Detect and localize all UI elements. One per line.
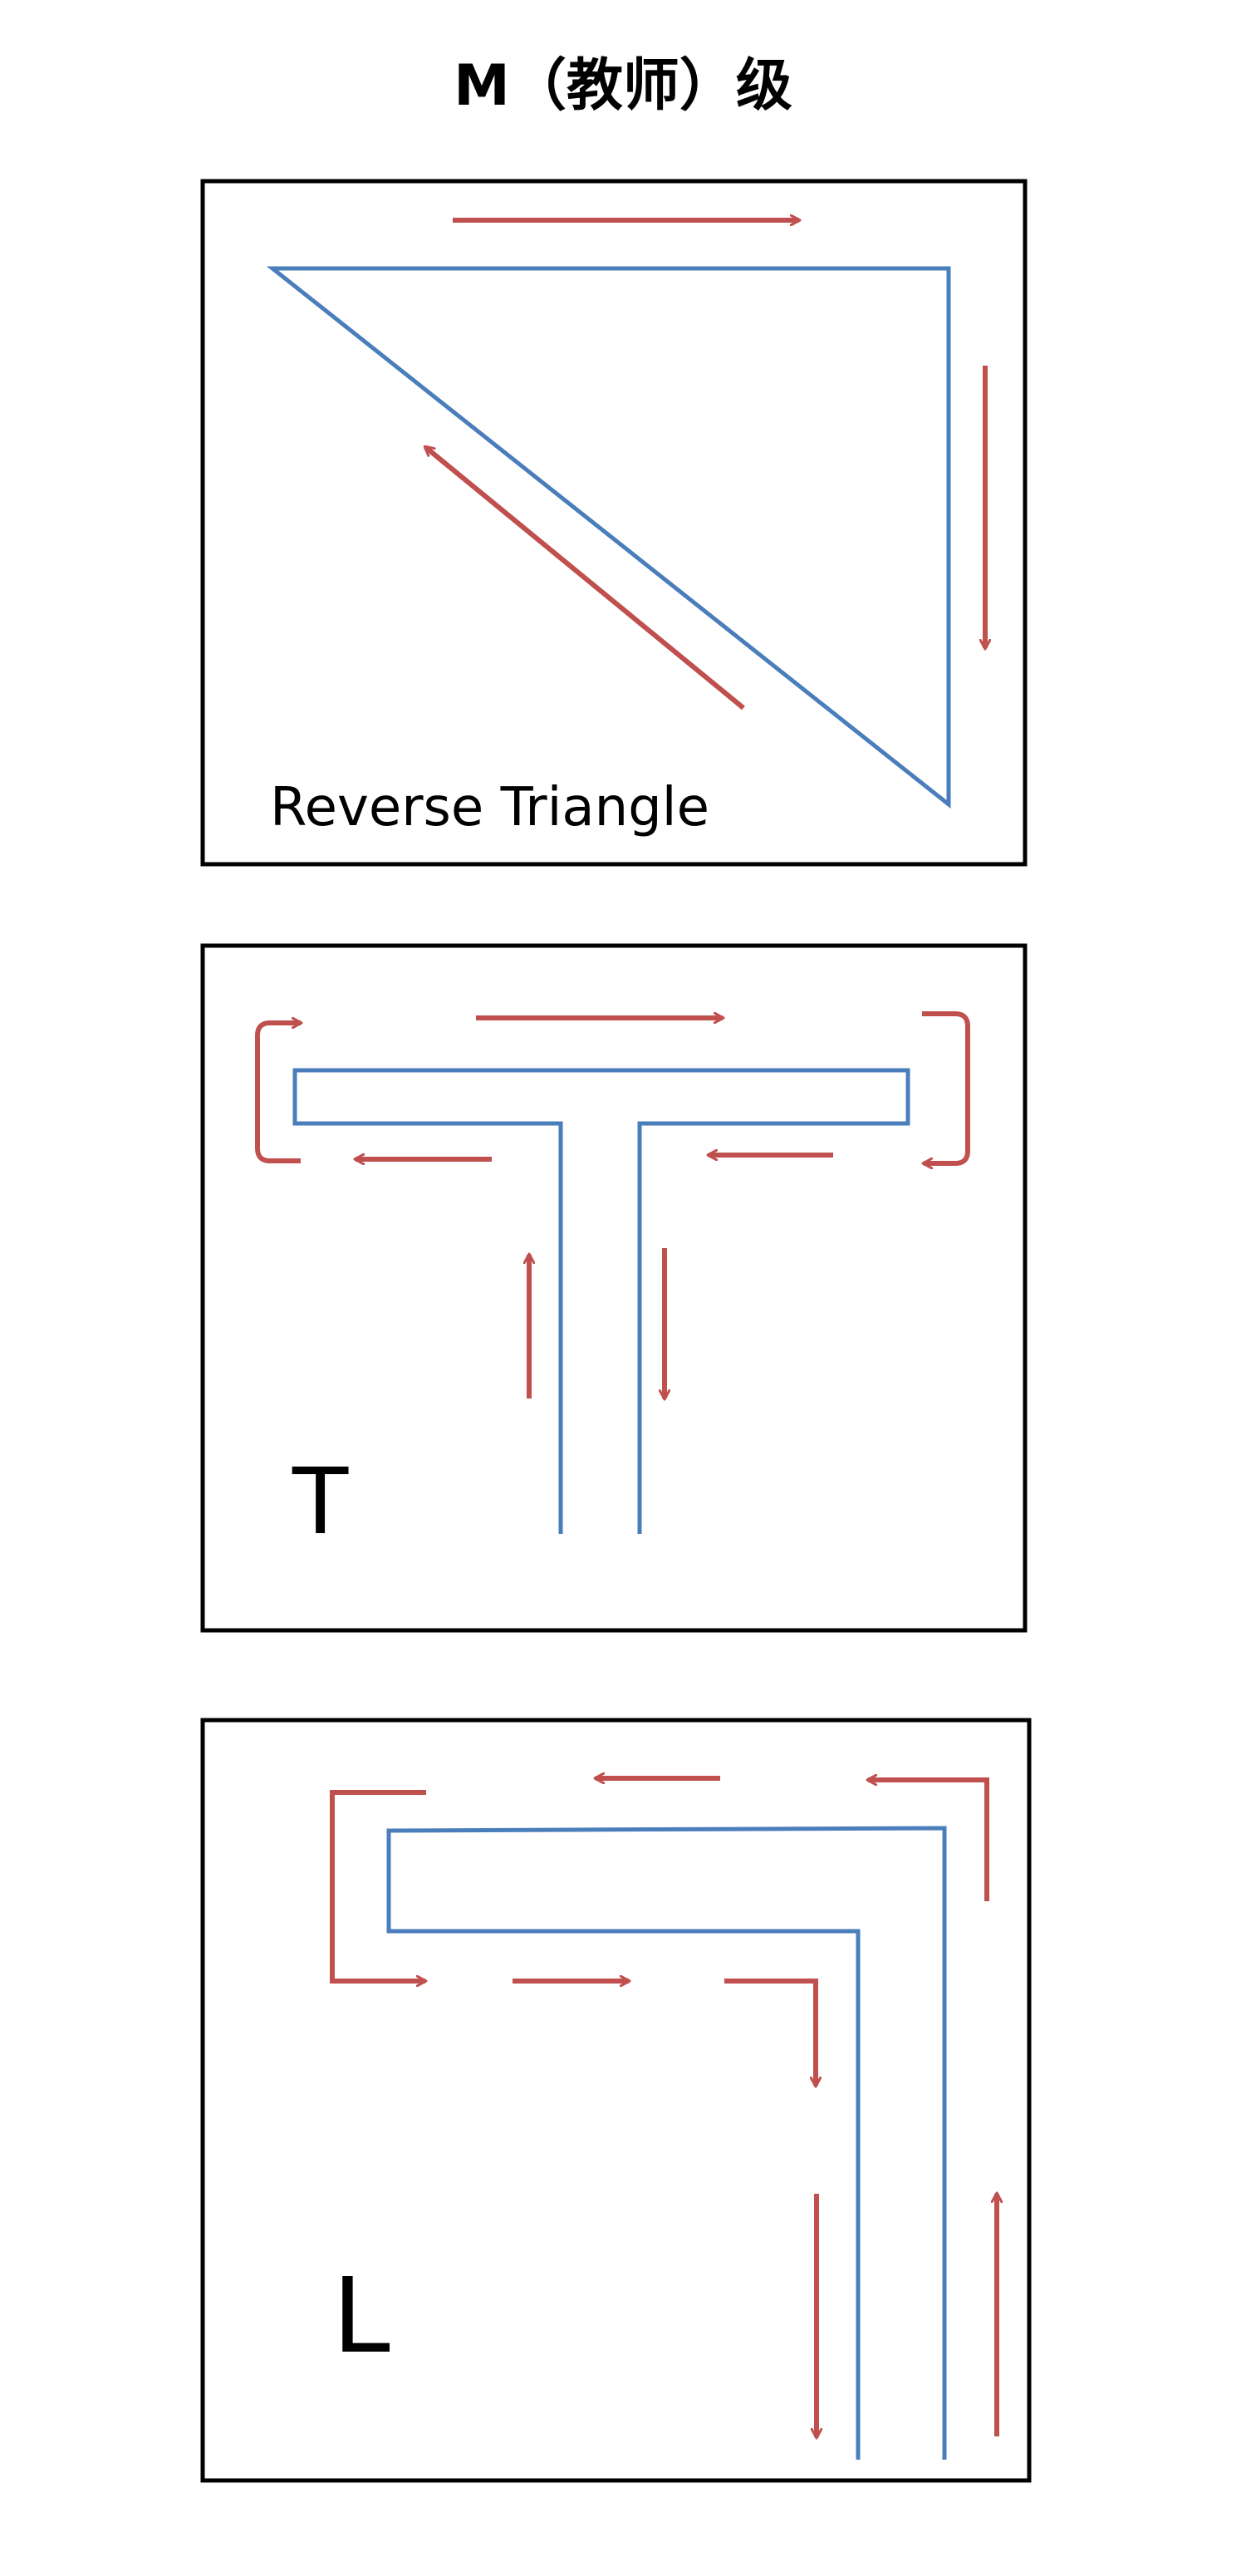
arrow-corner-down	[724, 1979, 816, 2086]
panel-t: T	[200, 943, 1028, 1633]
panel-frame	[200, 1718, 1032, 2483]
reverse-triangle-path	[266, 266, 951, 809]
panel-reverse-triangle: Reverse Triangle	[200, 179, 1028, 867]
arrow-curve-left	[255, 1023, 301, 1163]
arrow-curve-right	[922, 1011, 970, 1163]
panel-label: Reverse Triangle	[270, 777, 709, 838]
panel-l: L	[200, 1718, 1032, 2483]
arrow-bracket-left	[330, 1790, 426, 1981]
t-shape-path	[292, 1068, 910, 1534]
panel-label: T	[292, 1448, 349, 1555]
panel-label: L	[332, 2256, 390, 2377]
page-title: M（教师）级	[454, 53, 792, 119]
panel-frame	[200, 943, 1028, 1633]
arrow-corner-top-right	[868, 1780, 989, 1901]
panel-frame	[200, 179, 1028, 867]
arrow-diagonal	[425, 445, 745, 710]
l-shape-path	[386, 1826, 947, 2460]
